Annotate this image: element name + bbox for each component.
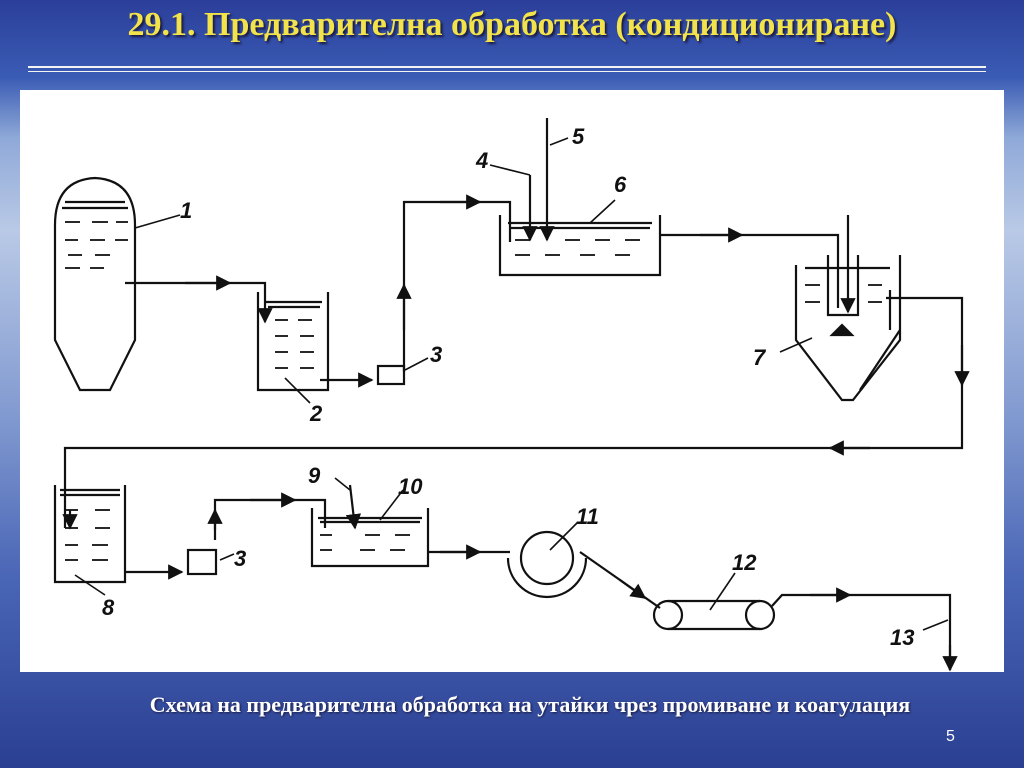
pump-3: [376, 364, 406, 386]
label-1: 1: [180, 198, 192, 223]
diagram-panel: 1 2 3 4 5 6 7 3 8 9 10 11 12 13: [20, 90, 1004, 672]
vessel-1: [53, 176, 137, 392]
page-number: 5: [946, 728, 955, 745]
belt-press-12: [652, 599, 776, 631]
label-10: 10: [398, 474, 423, 499]
tank-10: [310, 508, 430, 568]
label-9: 9: [308, 463, 321, 488]
label-5: 5: [572, 124, 585, 149]
diagram-caption: Схема на предварителна обработка на утай…: [149, 692, 911, 717]
tank-2: [256, 292, 330, 392]
label-11: 11: [576, 504, 599, 529]
label-6: 6: [614, 172, 627, 197]
label-3b: 3: [234, 546, 246, 571]
tank-8: [53, 485, 127, 584]
label-3: 3: [430, 342, 442, 367]
label-7: 7: [753, 345, 767, 370]
label-13: 13: [890, 625, 914, 650]
drum-filter-11: [506, 530, 588, 599]
pump-3b: [186, 548, 218, 576]
label-8: 8: [102, 595, 115, 620]
title-divider-thin: [28, 71, 986, 72]
tank-6: [498, 215, 662, 277]
title-divider: [28, 66, 986, 68]
settler-7: [794, 255, 902, 402]
process-diagram: 1 2 3 4 5 6 7 3 8 9 10 11 12 13: [53, 118, 970, 672]
label-2: 2: [309, 401, 323, 426]
label-12: 12: [732, 550, 757, 575]
slide-title: 29.1. Предварителна обработка (кондицион…: [127, 6, 897, 43]
label-4: 4: [475, 148, 488, 173]
